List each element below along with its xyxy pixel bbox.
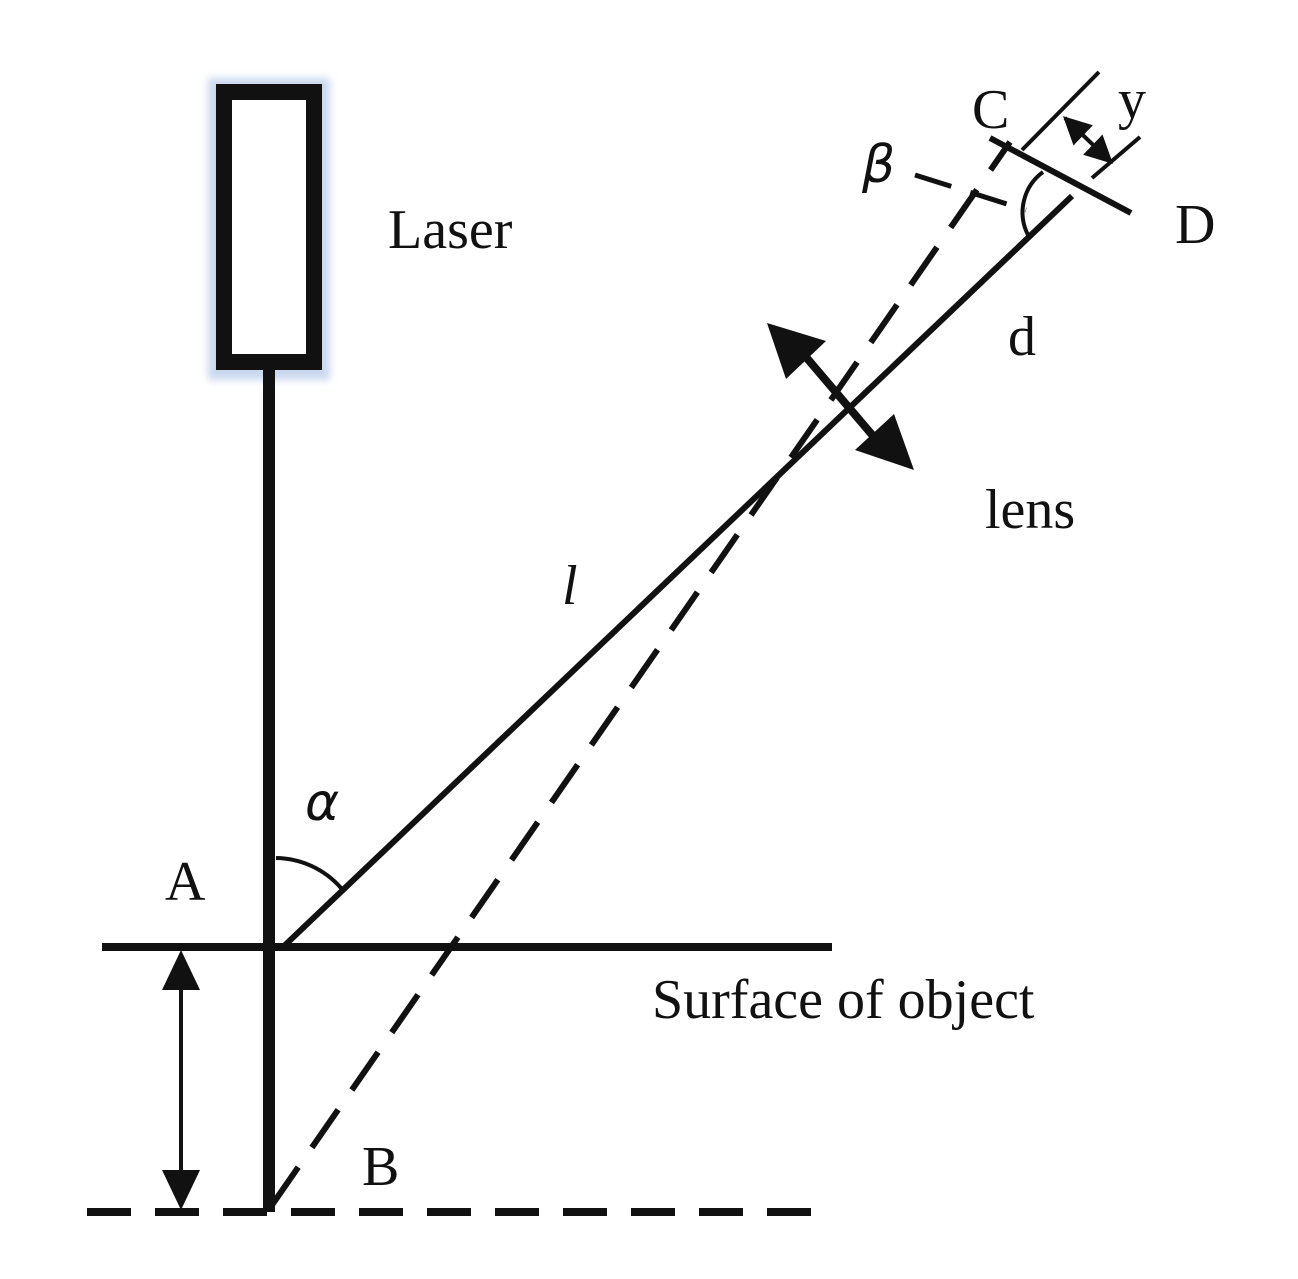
point-a-label: A <box>165 851 206 913</box>
angle-beta-label: β <box>861 135 895 195</box>
image-sensor-line <box>988 135 1133 216</box>
ray-a-to-d <box>280 193 1075 950</box>
lens-arrow-head-bottom <box>855 414 914 470</box>
laser-housing <box>216 84 322 370</box>
lens-label: lens <box>985 479 1075 541</box>
angle-alpha-label: α <box>305 773 339 833</box>
laser-label: Laser <box>388 199 513 261</box>
beta-leader-line <box>914 172 1027 213</box>
alpha-angle-arc <box>275 856 343 890</box>
point-d-label: D <box>1175 194 1215 256</box>
y-extension-line-c <box>1020 70 1101 152</box>
ray-b-to-c <box>269 140 1013 1207</box>
y-extension-line-d <box>1090 135 1142 180</box>
displacement-arrow-head-top <box>162 950 200 990</box>
surface-label: Surface of object <box>652 969 1035 1031</box>
point-b-label: B <box>362 1136 399 1198</box>
y-dimension-arrow <box>1062 116 1114 164</box>
beta-angle-arc <box>1020 170 1045 236</box>
offset-y-label: y <box>1118 69 1146 131</box>
lens-axis <box>796 347 889 453</box>
length-l-label: l <box>562 555 578 617</box>
lens-arrow-head-top <box>767 323 826 379</box>
displacement-arrow-head-bottom <box>162 1170 200 1210</box>
distance-d-label: d <box>1008 306 1036 368</box>
point-c-label: C <box>972 79 1009 141</box>
